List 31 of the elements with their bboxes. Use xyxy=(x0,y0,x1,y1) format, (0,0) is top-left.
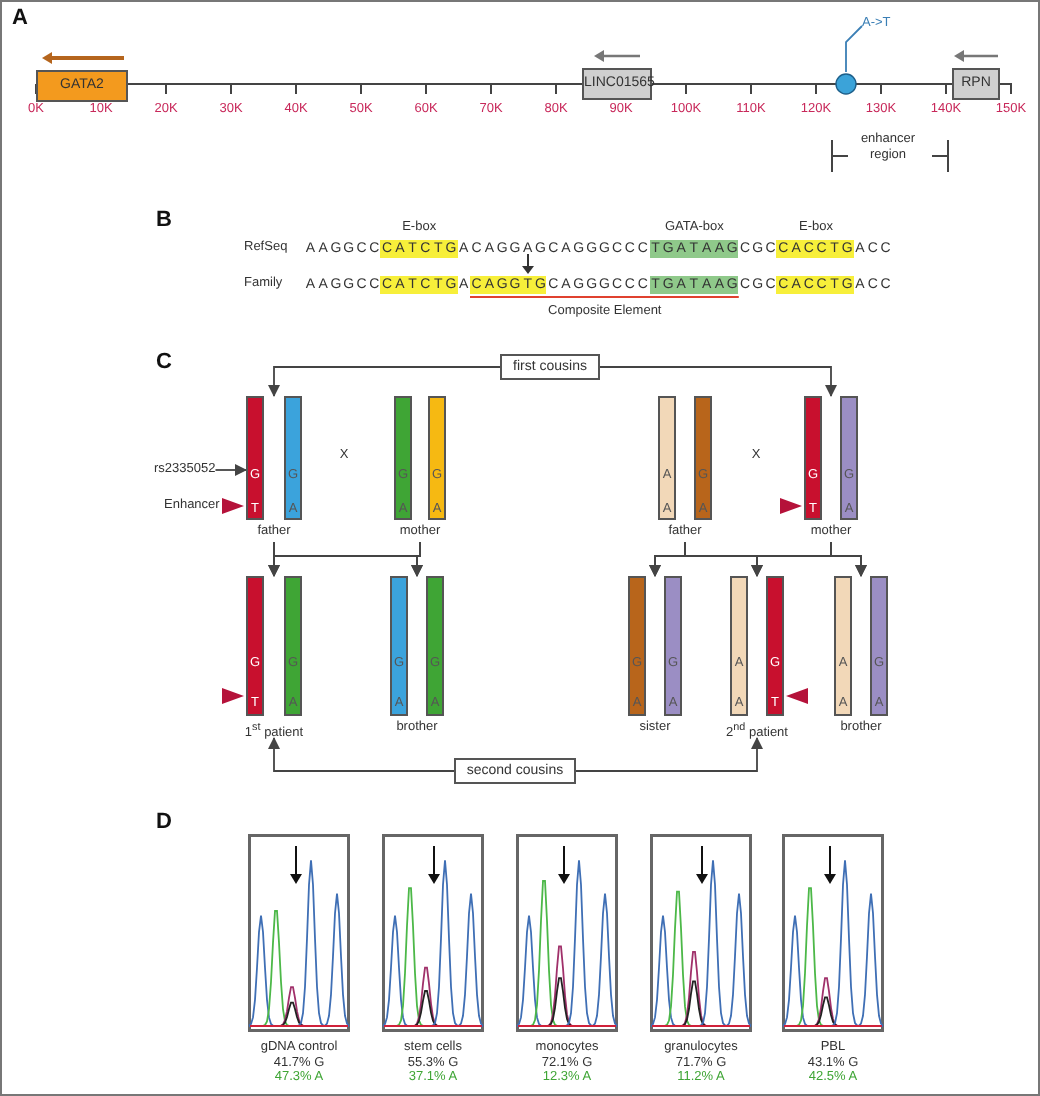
arrow xyxy=(268,366,501,397)
arrow xyxy=(830,541,867,577)
chromosome-bar xyxy=(394,396,412,520)
panel-letter: B xyxy=(156,208,172,232)
chromosome-bar xyxy=(834,576,852,716)
chromosome-bar xyxy=(730,576,748,716)
arrow xyxy=(214,464,247,476)
chromosome-bar xyxy=(870,576,888,716)
chromosome-bar xyxy=(284,396,302,520)
chromosome-bar xyxy=(804,396,822,520)
panel-letter: A xyxy=(12,6,28,30)
arrow xyxy=(599,366,837,397)
chromosome-bar xyxy=(390,576,408,716)
chromosome-bar xyxy=(628,576,646,716)
arrow xyxy=(411,541,423,577)
chromosome-bar xyxy=(284,576,302,716)
chromosome-bar xyxy=(694,396,712,520)
snp-dot xyxy=(834,72,858,96)
chromosome-bar xyxy=(840,396,858,520)
panel-letter: D xyxy=(156,810,172,834)
chromosome-bar xyxy=(664,576,682,716)
chromosome-bar xyxy=(766,576,784,716)
arrow xyxy=(268,737,455,772)
leader-line xyxy=(845,25,863,73)
chromosome-bar xyxy=(428,396,446,520)
panel-letter: C xyxy=(156,350,172,374)
chromosome-bar xyxy=(246,576,264,716)
arrow xyxy=(575,737,763,772)
chromosome-bar xyxy=(658,396,676,520)
chromosome-bar xyxy=(246,396,264,520)
chromosome-bar xyxy=(426,576,444,716)
